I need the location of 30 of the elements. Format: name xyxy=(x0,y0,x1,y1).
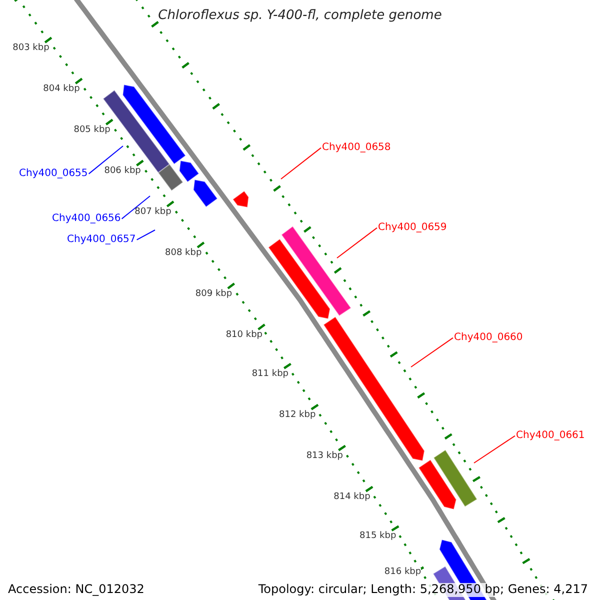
scale-label: 804 kbp xyxy=(43,84,80,94)
gene-label: Chy400_0659 xyxy=(378,222,447,234)
scale-label: 815 kbp xyxy=(360,531,396,542)
leader-line xyxy=(136,230,156,240)
leader-line xyxy=(280,147,322,180)
gene-label: Chy400_0661 xyxy=(516,430,585,442)
scale-label: 812 kbp xyxy=(279,410,316,420)
leader-line xyxy=(474,435,516,464)
leader-line xyxy=(88,146,124,174)
scale-label: 811 kbp xyxy=(252,369,288,380)
scale-label: 816 kbp xyxy=(384,568,422,578)
scale-label: 808 kbp xyxy=(165,248,202,258)
map-title: Chloroflexus sp. Y-400-fl, complete genome xyxy=(157,9,443,24)
gene-label: Chy400_0657 xyxy=(67,234,136,246)
accession-text: Accession: NC_012032 xyxy=(8,583,144,597)
gene-label: Chy400_0655 xyxy=(19,168,88,180)
scale-label: 810 kbp xyxy=(226,330,262,340)
scale-label: 813 kbp xyxy=(306,451,343,462)
leader-line xyxy=(336,227,378,258)
gene-label: Chy400_0660 xyxy=(454,332,523,344)
leader-line xyxy=(410,337,454,368)
scale-label: 806 kbp xyxy=(104,166,141,176)
gene-label: Chy400_0658 xyxy=(322,142,391,154)
scale-label: 814 kbp xyxy=(334,492,370,502)
scale-label: 805 kbp xyxy=(74,125,110,136)
gene-label: Chy400_0656 xyxy=(52,213,121,224)
leader-line xyxy=(121,196,150,220)
scale-label: 809 kbp xyxy=(195,289,232,300)
scale-label: 803 kbp xyxy=(12,43,50,54)
scale-label: 807 kbp xyxy=(134,207,172,218)
